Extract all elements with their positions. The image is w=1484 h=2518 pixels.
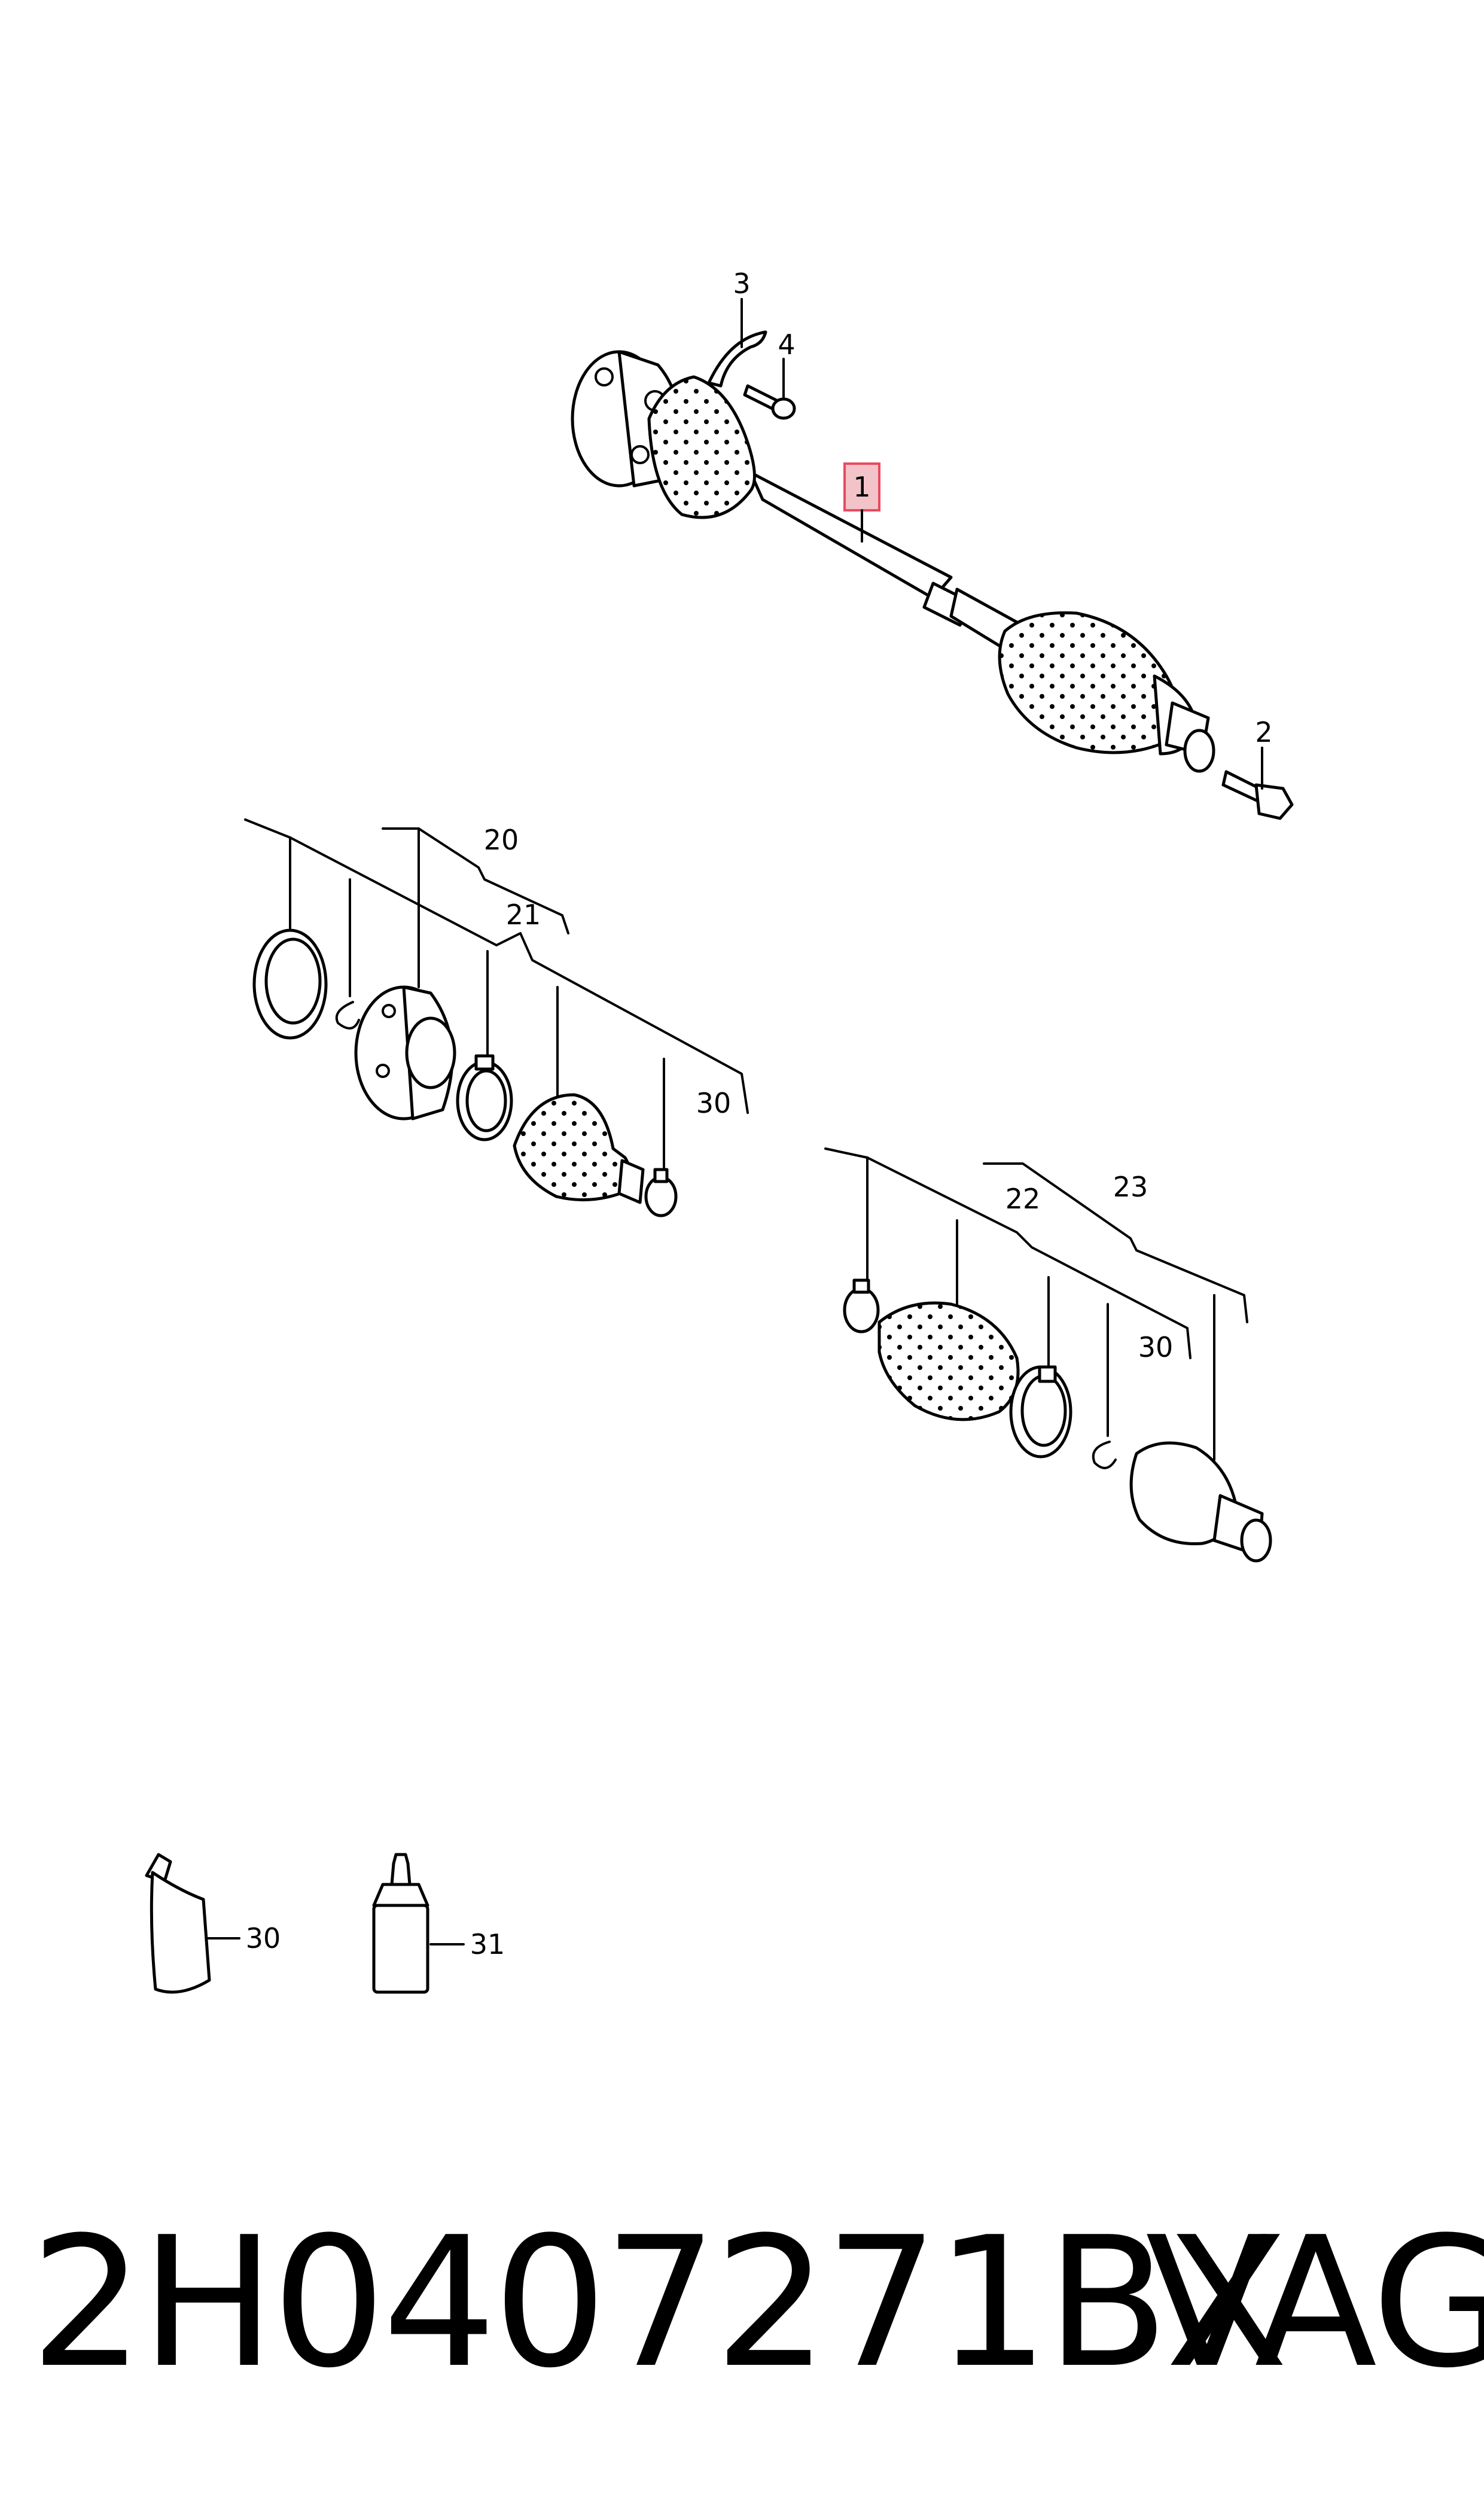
callout-4-label: 4	[778, 328, 795, 361]
callout-1[interactable]: 1	[843, 462, 880, 543]
inner-joint-parts	[252, 928, 678, 1217]
callout-2-label: 2	[1255, 716, 1272, 748]
inner-joint-bracket-lines	[244, 818, 749, 1171]
callout-22[interactable]: 22	[1005, 1183, 1041, 1215]
callout-30-left-label: 30	[696, 1087, 732, 1119]
callout-21-label: 21	[506, 899, 541, 931]
callout-31[interactable]: 31	[470, 1928, 505, 1960]
callout-30-right-label: 30	[1138, 1331, 1174, 1363]
outer-joint-parts	[843, 1278, 1272, 1563]
callout-30-tube-label: 30	[246, 1922, 281, 1954]
callout-31-label: 31	[470, 1928, 505, 1960]
outer-joint-bracket-lines	[824, 1147, 1248, 1461]
axle-bolt-part	[1221, 747, 1294, 820]
flange-bolt-part	[743, 358, 796, 420]
callout-3[interactable]: 3	[733, 267, 750, 300]
brand-text: VAG	[1145, 2199, 1484, 2407]
callout-2[interactable]: 2	[1255, 716, 1272, 748]
part-number-text: 2H0407271BX	[30, 2199, 1288, 2407]
callout-3-label: 3	[733, 267, 750, 300]
grease-tube-part	[145, 1853, 240, 1994]
callout-22-label: 22	[1005, 1183, 1041, 1215]
callout-23-label: 23	[1113, 1171, 1148, 1203]
drive-shaft-assembly	[571, 350, 1215, 773]
callout-30-right[interactable]: 30	[1138, 1331, 1174, 1363]
callout-30-left[interactable]: 30	[696, 1087, 732, 1119]
callout-1-label: 1	[853, 471, 870, 503]
sealant-bottle-part	[372, 1853, 465, 1994]
callout-21[interactable]: 21	[506, 899, 541, 931]
callout-20-label: 20	[484, 824, 519, 856]
callout-20[interactable]: 20	[484, 824, 519, 856]
callout-30-tube[interactable]: 30	[246, 1922, 281, 1954]
lock-plate-part	[707, 298, 767, 388]
callout-4[interactable]: 4	[778, 328, 795, 361]
callout-23[interactable]: 23	[1113, 1171, 1148, 1203]
